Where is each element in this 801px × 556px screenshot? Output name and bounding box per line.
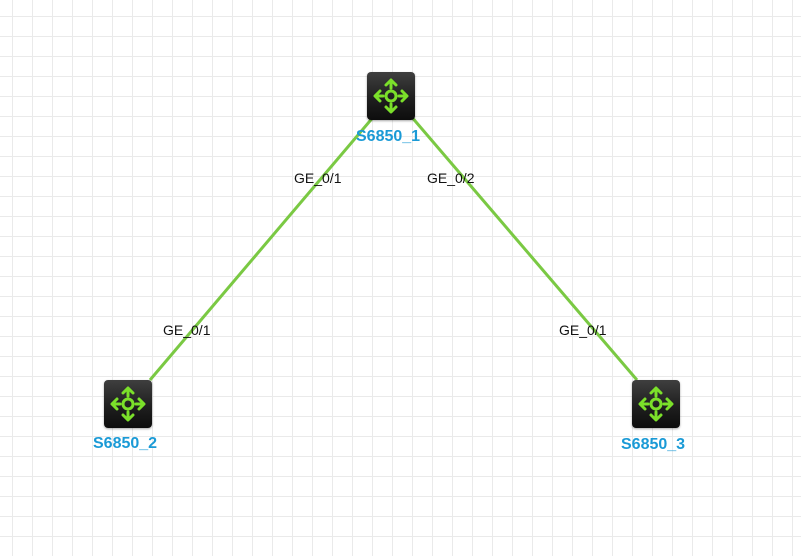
device-s6850-3[interactable] xyxy=(632,380,680,428)
router-icon xyxy=(110,386,146,422)
device-s6850-1[interactable] xyxy=(367,72,415,120)
device-label-s6850-2[interactable]: S6850_2 xyxy=(93,435,158,452)
port-label-s6850-1-ge-0-1: GE_0/1 xyxy=(294,170,342,186)
link-s6850-1-to-s6850-3[interactable] xyxy=(408,114,639,381)
device-label-s6850-1[interactable]: S6850_1 xyxy=(356,128,421,145)
port-label-s6850-1-ge-0-2: GE_0/2 xyxy=(427,170,475,186)
router-icon xyxy=(638,386,674,422)
device-label-s6850-3[interactable]: S6850_3 xyxy=(621,436,686,453)
router-icon xyxy=(373,78,409,114)
link-s6850-1-to-s6850-2[interactable] xyxy=(148,114,377,381)
port-label-s6850-2-ge-0-1: GE_0/1 xyxy=(163,322,211,338)
port-label-s6850-3-ge-0-1: GE_0/1 xyxy=(559,322,607,338)
device-s6850-2[interactable] xyxy=(104,380,152,428)
